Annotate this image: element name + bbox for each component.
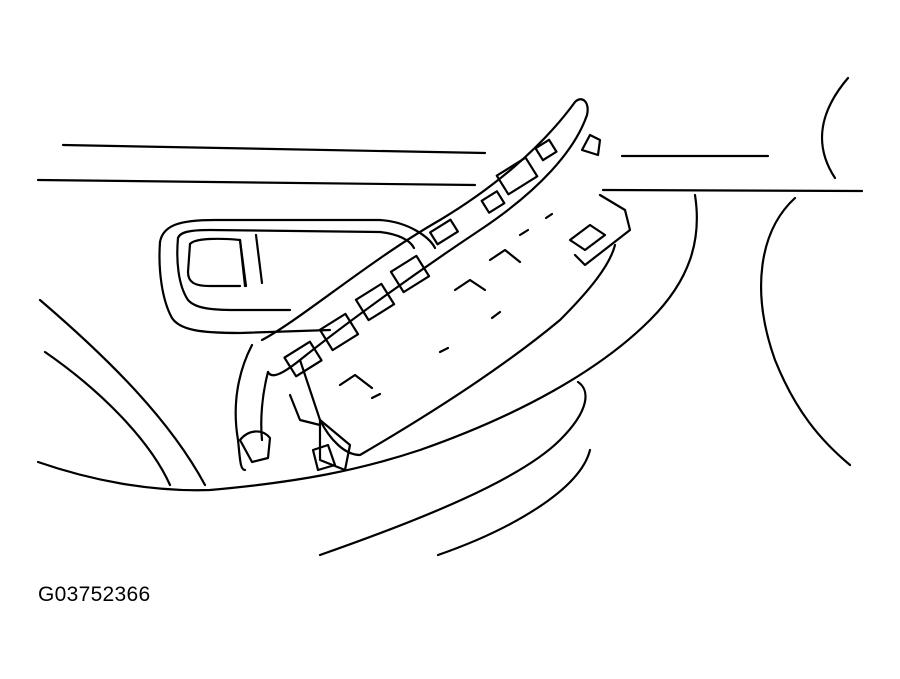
switch-bezel	[234, 98, 589, 472]
retaining-clips	[238, 133, 602, 472]
door-trim-upper-lines	[36, 76, 864, 193]
clip-upper-right	[580, 133, 602, 157]
figure-id-label: G03752366	[38, 583, 151, 606]
inner-door-handle	[158, 218, 437, 335]
clip-lower-left	[238, 430, 272, 464]
power-window-switch-assembly	[288, 193, 632, 472]
door-armrest-contours	[36, 193, 852, 557]
